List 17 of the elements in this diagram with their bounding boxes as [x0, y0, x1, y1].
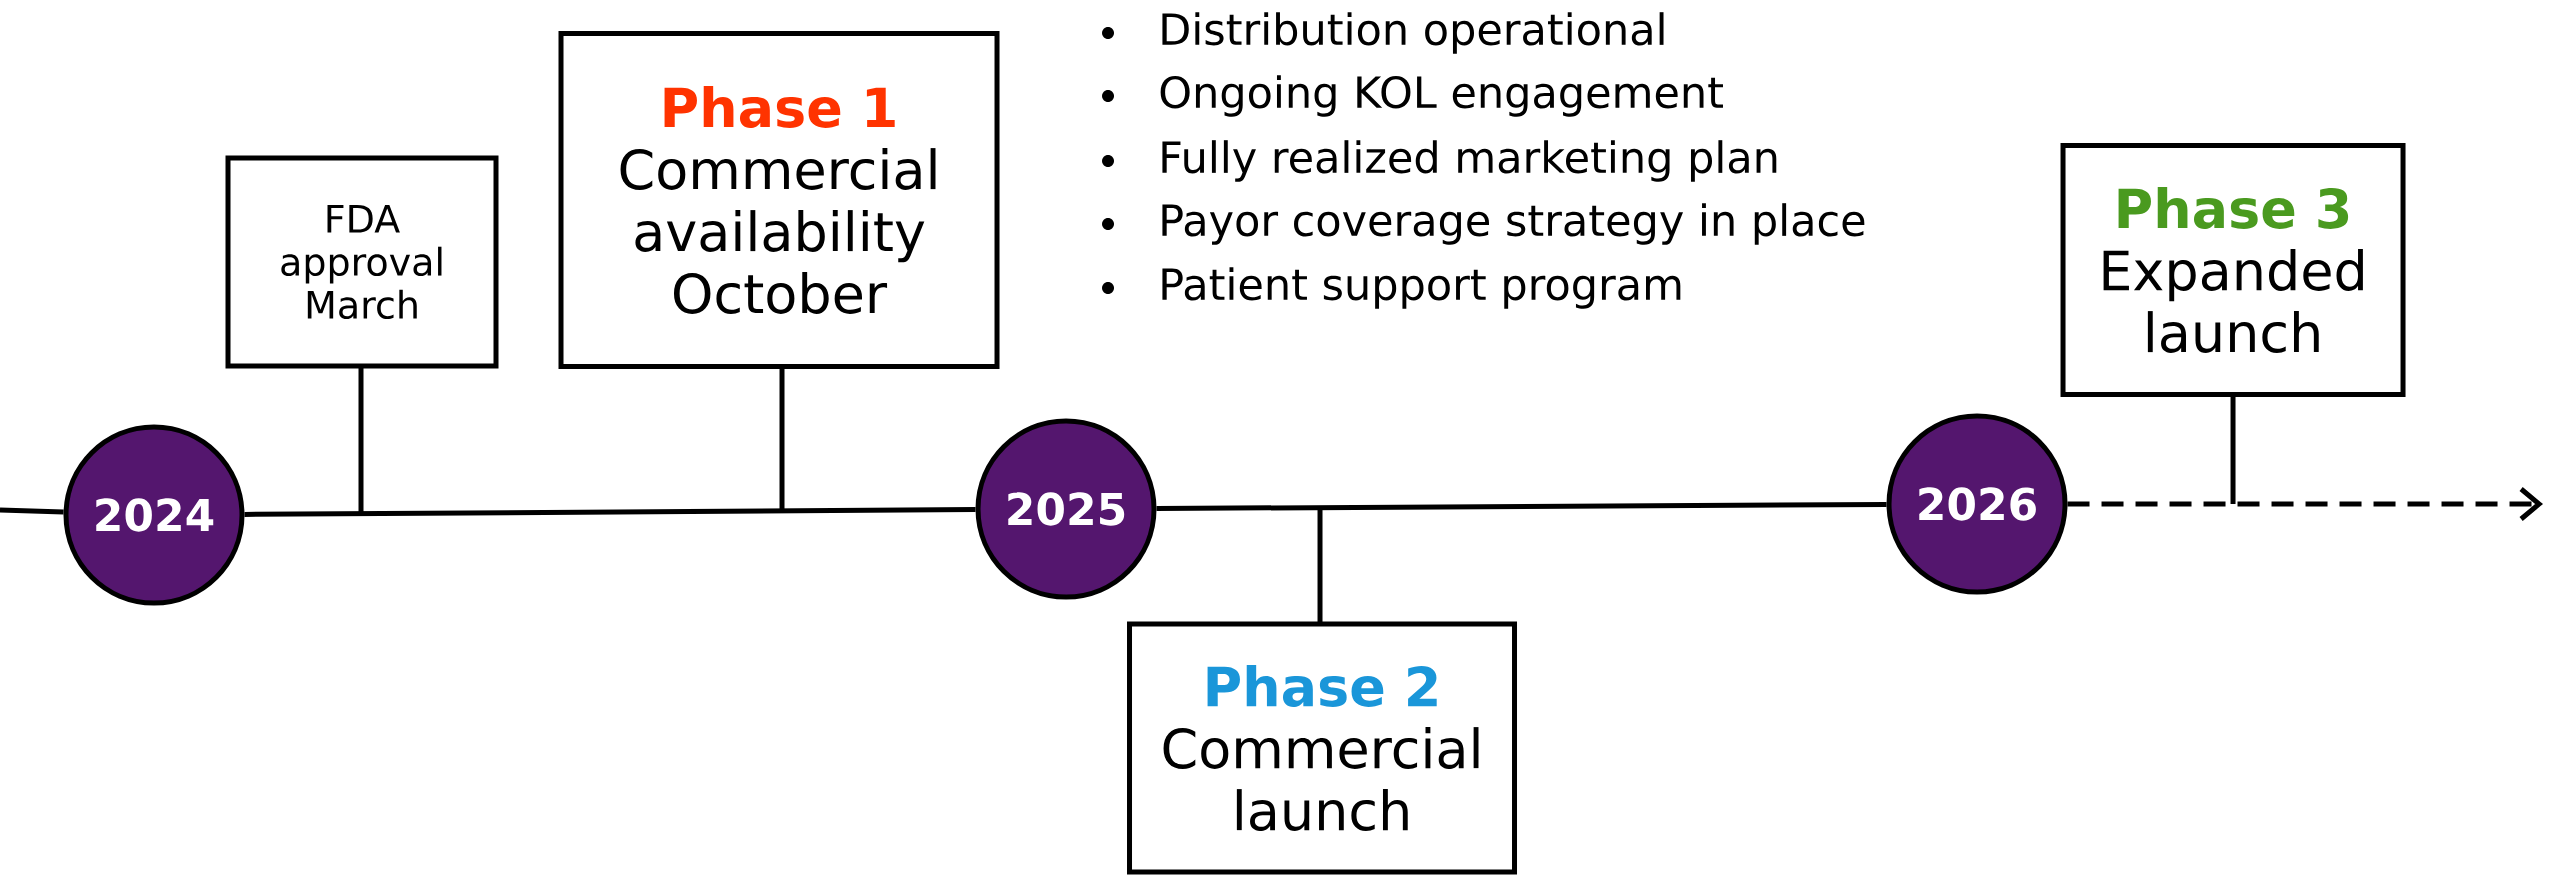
- bullet-item: Distribution operational: [1102, 12, 1664, 54]
- timeline-line: [0, 507, 64, 515]
- bullet-item: Payor coverage strategy in place: [1102, 203, 1865, 245]
- timeline-line: [1156, 502, 1887, 511]
- phase-box: Phase 1 Commercial availability October: [558, 31, 1000, 369]
- stem-line: [779, 366, 785, 511]
- stem-line: [1317, 507, 1323, 624]
- stem-line: [2230, 394, 2236, 504]
- bullet-item: Ongoing KOL engagement: [1102, 75, 1723, 117]
- timeline-arrow: [2067, 487, 2544, 521]
- phase-box: Phase 3 Expanded launch: [2060, 143, 2406, 397]
- bullet-item: Fully realized marketing plan: [1102, 140, 1777, 182]
- milestone-box: FDA approval March: [225, 155, 499, 369]
- phase-box: Phase 2 Commercial launch: [1127, 621, 1517, 875]
- stem-line: [358, 366, 364, 514]
- timeline-line: [244, 507, 976, 517]
- bullet-item: Patient support program: [1102, 267, 1681, 309]
